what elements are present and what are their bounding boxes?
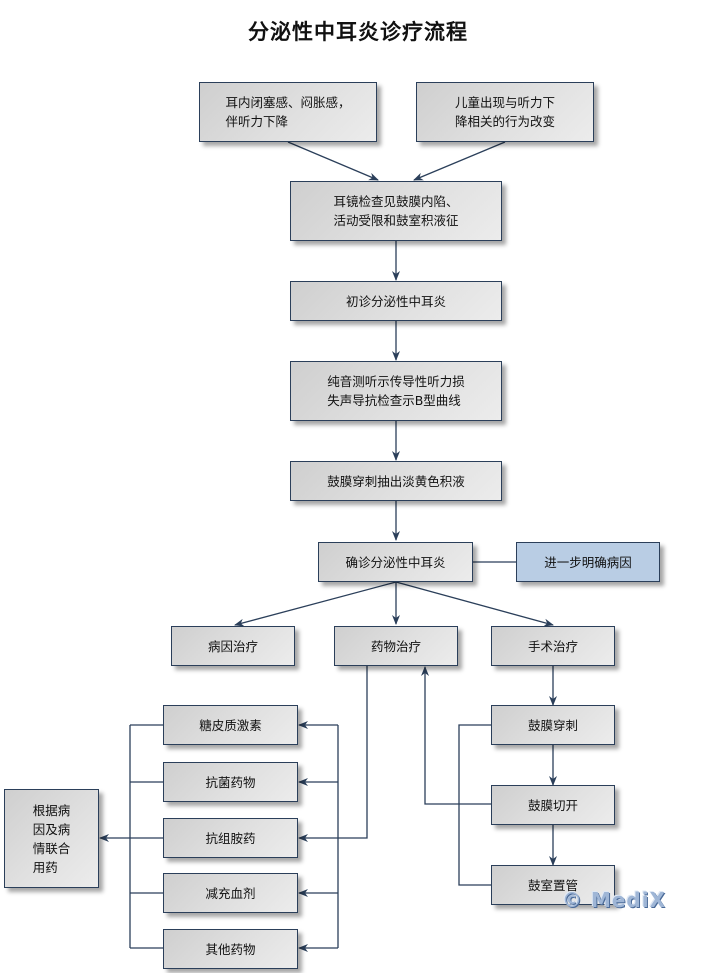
node-label: 鼓膜切开 xyxy=(527,797,578,813)
node-drug-decongestant: 减充血剂 xyxy=(163,873,298,913)
node-otoscopy: 耳镜检查见鼓膜内陷、 活动受限和鼓室积液征 xyxy=(290,181,502,241)
line-drug-down xyxy=(361,666,368,839)
watermark: © MediX xyxy=(562,888,667,912)
node-label: 鼓室置管 xyxy=(527,877,578,893)
node-label: 鼓膜穿刺 xyxy=(527,717,578,733)
node-drug-antibacterial: 抗菌药物 xyxy=(163,762,298,802)
node-label: 耳内闭塞感、闷胀感， 伴听力下降 xyxy=(225,95,351,129)
node-surgery-incision: 鼓膜切开 xyxy=(491,785,615,825)
node-initial-diagnosis: 初诊分泌性中耳炎 xyxy=(290,281,502,321)
arrow-confirmed-to-surgical xyxy=(395,581,554,627)
node-etiologic-treatment: 病因治疗 xyxy=(171,626,295,666)
line-puncture-to-tube-loop xyxy=(458,724,491,886)
page-title: 分泌性中耳炎诊疗流程 xyxy=(248,20,468,44)
node-label: 病因治疗 xyxy=(207,638,258,654)
node-surgery-tube: 鼓室置管 xyxy=(491,865,615,905)
node-combined-medication: 根据病 因及病 情联合 用药 xyxy=(4,789,99,888)
node-drug-corticosteroid: 糖皮质激素 xyxy=(163,705,298,745)
node-label: 其他药物 xyxy=(205,941,256,957)
node-label: 耳镜检查见鼓膜内陷、 活动受限和鼓室积液征 xyxy=(333,194,459,228)
node-label: 纯音测听示传导性听力损 失声导抗检查示B型曲线 xyxy=(327,374,465,408)
node-label: 抗菌药物 xyxy=(205,774,256,790)
node-label: 抗组胺药 xyxy=(205,830,256,846)
node-symptom-adult: 耳内闭塞感、闷胀感， 伴听力下降 xyxy=(199,82,377,142)
node-drug-antihistamine: 抗组胺药 xyxy=(163,818,298,858)
node-label: 糖皮质激素 xyxy=(199,717,262,733)
node-label: 儿童出现与听力下 降相关的行为改变 xyxy=(454,95,555,129)
node-label: 减充血剂 xyxy=(205,885,256,901)
arrow-incision-to-drug xyxy=(421,666,491,805)
node-label: 确诊分泌性中耳炎 xyxy=(345,554,446,570)
node-surgical-treatment: 手术治疗 xyxy=(491,626,615,666)
node-label: 手术治疗 xyxy=(527,638,578,654)
node-confirmed-diagnosis: 确诊分泌性中耳炎 xyxy=(318,542,473,582)
node-label: 进一步明确病因 xyxy=(544,554,632,570)
node-drug-other: 其他药物 xyxy=(163,929,298,969)
arrow-child-to-otoscopy xyxy=(413,141,506,181)
node-label: 根据病 因及病 情联合 用药 xyxy=(32,802,71,875)
node-audiometry: 纯音测听示传导性听力损 失声导抗检查示B型曲线 xyxy=(290,361,502,421)
node-surgery-puncture: 鼓膜穿刺 xyxy=(491,705,615,745)
arrow-adult-to-otoscopy xyxy=(287,141,379,181)
arrow-confirmed-to-etiologic xyxy=(234,581,397,627)
node-drug-treatment: 药物治疗 xyxy=(334,626,458,666)
node-label: 初诊分泌性中耳炎 xyxy=(345,293,446,309)
node-symptom-child: 儿童出现与听力下 降相关的行为改变 xyxy=(416,82,594,142)
node-further-cause: 进一步明确病因 xyxy=(516,542,660,582)
node-tympanocentesis-fluid: 鼓膜穿刺抽出淡黄色积液 xyxy=(290,461,502,501)
node-label: 鼓膜穿刺抽出淡黄色积液 xyxy=(327,473,465,489)
node-label: 药物治疗 xyxy=(370,638,421,654)
